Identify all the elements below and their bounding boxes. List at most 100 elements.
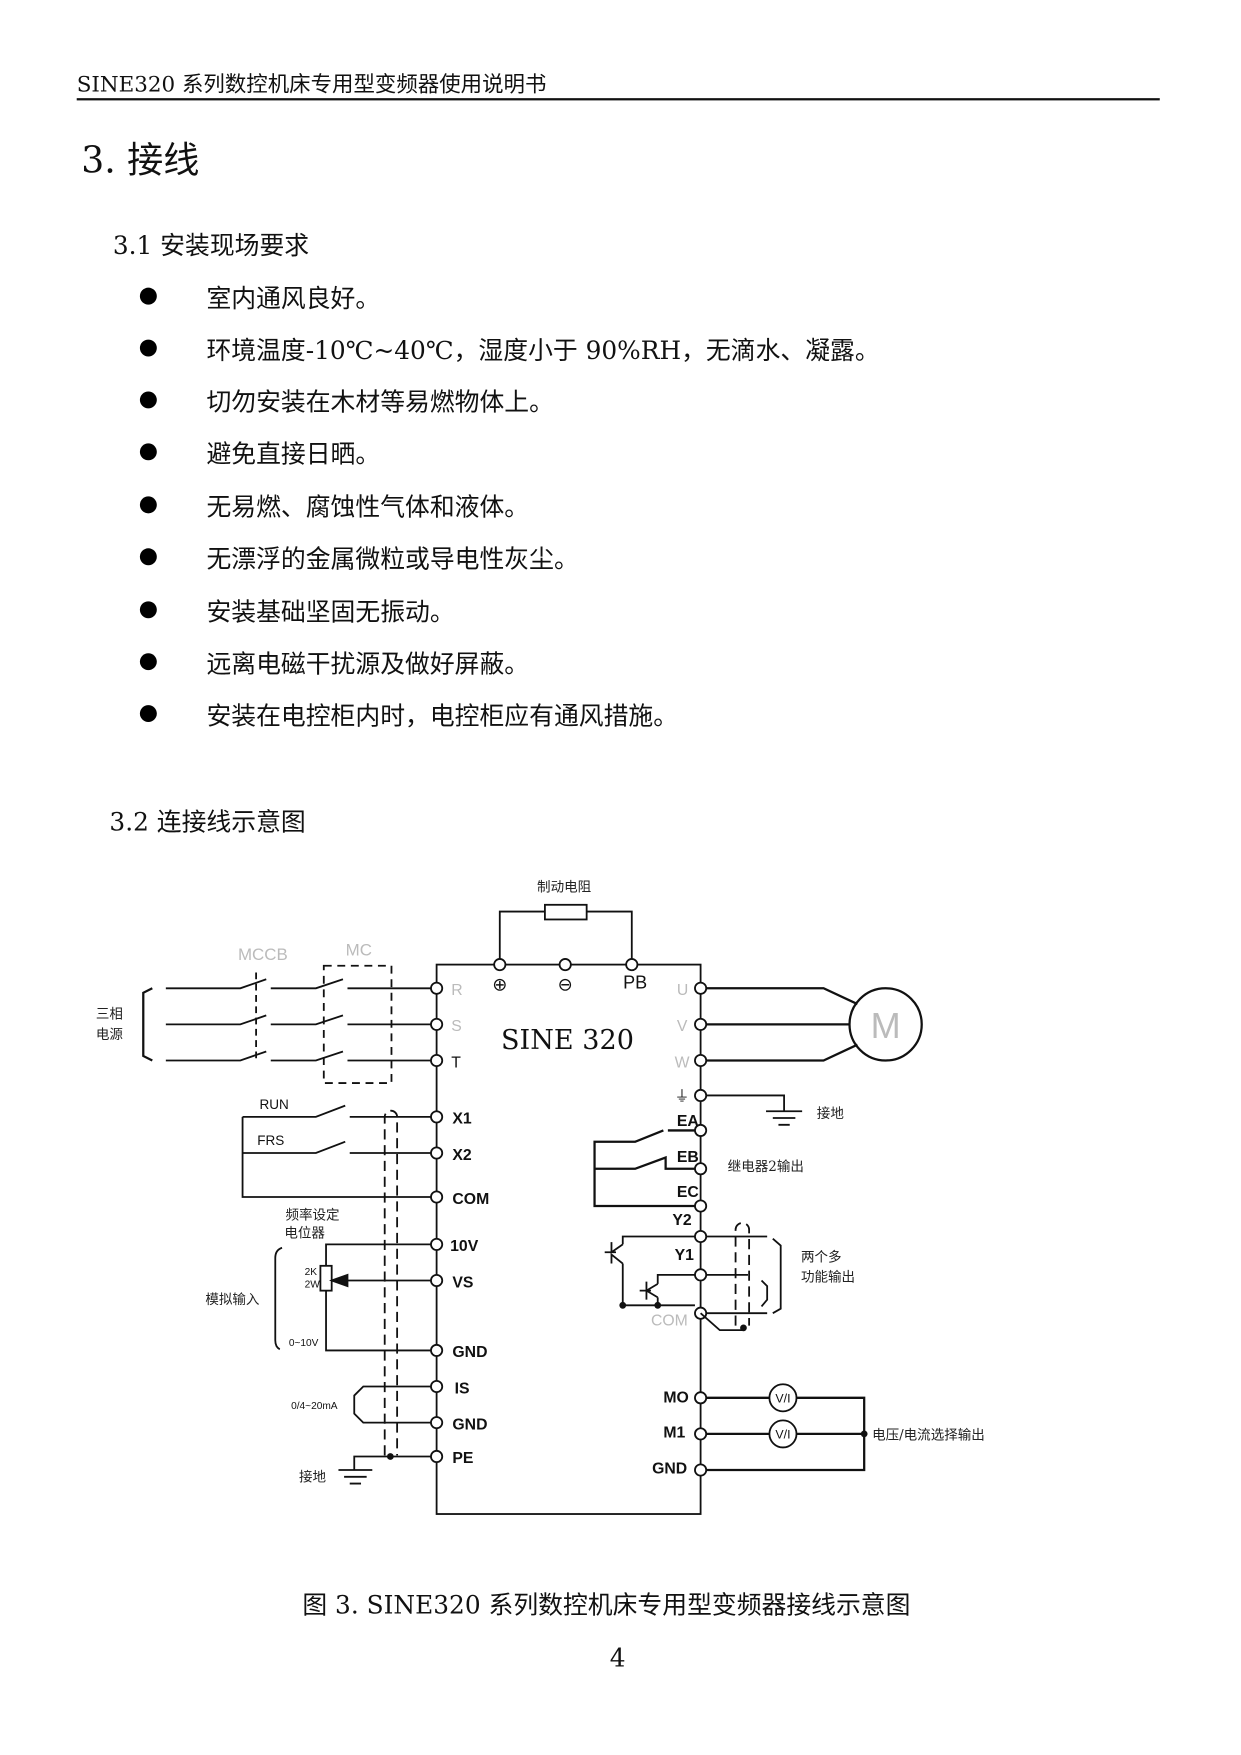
- running-header: SINE320 系列数控机床专用型变频器使用说明书: [76, 72, 547, 98]
- ground-left-icon: [338, 1455, 431, 1485]
- figure-caption: 图 3. SINE320 系列数控机床专用型变频器接线示意图: [302, 1591, 911, 1621]
- minus-label: ⊖: [558, 975, 573, 995]
- terminal-10v: 10V: [450, 1238, 479, 1255]
- terminal-m1: M1: [663, 1424, 685, 1441]
- terminal-com: COM: [452, 1191, 489, 1208]
- wire-s: [165, 1014, 431, 1026]
- vi-label: V/I: [775, 1427, 790, 1441]
- run-label: RUN: [259, 1097, 288, 1112]
- left-terminals: [430, 981, 444, 1464]
- terminal-com-out: COM: [651, 1313, 688, 1330]
- terminal-gnd-2: GND: [452, 1416, 487, 1433]
- terminal-ea: EA: [677, 1113, 699, 1130]
- terminal-gnd: GND: [452, 1344, 487, 1361]
- subsection-title-3-2: 3.2 连接线示意图: [109, 808, 306, 838]
- motor-label: M: [871, 1005, 901, 1046]
- list-item: 避免直接日晒。: [206, 441, 381, 470]
- section-title: 3. 接线: [81, 138, 200, 182]
- bullet-icon: [139, 287, 157, 305]
- bullet-icon: [139, 653, 157, 671]
- output-bracket: [760, 1238, 782, 1314]
- header-rule: [76, 98, 1160, 101]
- terminal-eb: EB: [677, 1149, 699, 1166]
- ground-right-label: 接地: [817, 1105, 845, 1122]
- terminal-mo: MO: [663, 1389, 688, 1406]
- terminal-r: R: [451, 982, 462, 999]
- list-item: 无易燃、腐蚀性气体和液体。: [206, 494, 530, 523]
- terminal-y2: Y2: [672, 1212, 692, 1229]
- dc-terminals: [493, 958, 639, 972]
- motor-wires: [706, 987, 858, 1062]
- brake-wire: [498, 910, 633, 965]
- mc-label: MC: [346, 941, 372, 960]
- list-item: 环境温度-10℃~40℃，湿度小于 90%RH，无滴水、凝露。: [206, 337, 880, 366]
- pot-arrow-icon: [329, 1273, 349, 1288]
- junction: [860, 1430, 868, 1438]
- wire-t: [165, 1050, 431, 1062]
- bullet-icon: [139, 391, 157, 409]
- vi-meter: [768, 1383, 798, 1413]
- y1-transistor: [639, 1273, 695, 1306]
- pot-power: 2W: [305, 1279, 321, 1290]
- brake-resistor-label: 制动电阻: [537, 879, 591, 895]
- ground-left-label: 接地: [299, 1468, 327, 1485]
- junction: [619, 1301, 627, 1309]
- bullet-icon: [139, 496, 157, 514]
- potentiometer: [319, 1264, 333, 1292]
- input-bracket: [142, 987, 153, 1062]
- pot-resistance: 2K: [305, 1267, 318, 1278]
- bullet-icon: [139, 548, 157, 566]
- terminal-y1: Y1: [675, 1247, 695, 1264]
- frs-label: FRS: [257, 1133, 284, 1148]
- terminal-v: V: [677, 1018, 688, 1035]
- junction: [654, 1301, 662, 1309]
- list-item: 远离电磁干扰源及做好屏蔽。: [206, 650, 530, 680]
- terminal-pe: PE: [452, 1450, 473, 1467]
- y2-transistor: [604, 1235, 695, 1307]
- analog-bracket: [274, 1246, 283, 1351]
- list-item: 安装基础坚固无振动。: [206, 599, 455, 628]
- motor: [848, 987, 923, 1062]
- vi-meter: [768, 1419, 798, 1449]
- pot-label-1: 频率设定: [285, 1207, 339, 1224]
- earth-icon: ⏚: [675, 1088, 690, 1105]
- mc-box: [322, 964, 393, 1084]
- relay-output-label: 继电器2输出: [728, 1159, 804, 1175]
- bullet-icon: [139, 339, 157, 357]
- terminal-x2: X2: [452, 1147, 472, 1164]
- vi-output-label: 电压/电流选择输出: [872, 1428, 985, 1444]
- terminal-is: IS: [455, 1380, 470, 1397]
- relay-wires: [593, 1129, 695, 1208]
- shield-cable: [383, 1109, 399, 1456]
- terminal-w: W: [675, 1054, 690, 1071]
- terminal-t: T: [451, 1054, 461, 1071]
- pot-wires: [325, 1243, 431, 1352]
- wire-r: [165, 978, 431, 990]
- multi-output-label-1: 两个多: [801, 1248, 842, 1265]
- ground-right-icon: [706, 1094, 803, 1126]
- list-item: 无漂浮的金属微粒或导电性灰尘。: [206, 546, 579, 575]
- power-label-1: 三相: [96, 1007, 123, 1023]
- current-input-wires: [353, 1385, 431, 1424]
- shield-junction: [740, 1324, 747, 1332]
- mccb-label: MCCB: [238, 945, 288, 964]
- analog-input-label: 模拟输入: [205, 1292, 260, 1308]
- terminal-gnd-out: GND: [652, 1460, 687, 1477]
- list-item: 安装在电控柜内时，电控柜应有通风措施。: [206, 702, 679, 732]
- model-label: SINE 320: [501, 1025, 634, 1056]
- terminal-s: S: [451, 1018, 462, 1035]
- terminal-vs: VS: [452, 1274, 473, 1291]
- bullet-icon: [139, 705, 157, 723]
- current-range: 0/4~20mA: [291, 1401, 338, 1412]
- page-number: 4: [609, 1644, 626, 1674]
- output-wires: [700, 1235, 768, 1332]
- multi-output-label-2: 功能输出: [801, 1270, 855, 1286]
- terminal-x1: X1: [452, 1111, 472, 1128]
- terminal-ec: EC: [677, 1184, 699, 1201]
- pb-label: PB: [623, 972, 647, 992]
- list-item: 切勿安装在木材等易燃物体上。: [206, 389, 554, 418]
- pot-label-2: 电位器: [284, 1226, 325, 1242]
- plus-label: ⊕: [492, 975, 507, 995]
